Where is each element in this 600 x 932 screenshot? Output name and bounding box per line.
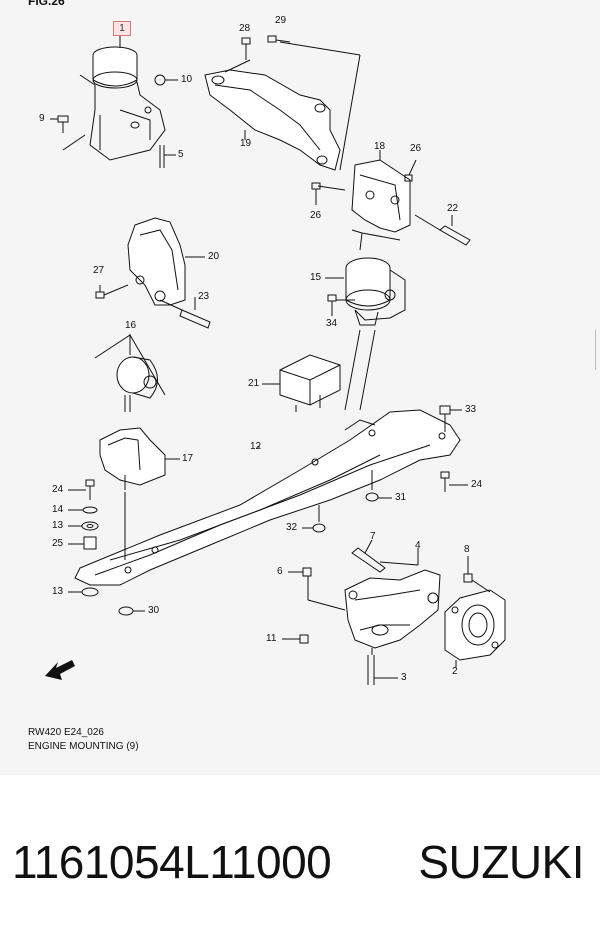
callout-26a: 26: [410, 143, 422, 154]
callout-16: 16: [125, 320, 137, 331]
part-20-bracket: [127, 217, 186, 306]
callout-1: 1: [113, 21, 131, 36]
part-12-crossmember: [74, 409, 461, 586]
callout-31: 31: [395, 492, 407, 503]
part-16-mount: [116, 356, 158, 412]
callout-26b: 26: [310, 210, 322, 221]
part-19-bracket: [204, 69, 341, 171]
callout-30: 30: [148, 605, 160, 616]
callout-23: 23: [198, 291, 210, 302]
callout-5: 5: [178, 149, 184, 160]
callout-32: 32: [286, 522, 298, 533]
callout-10: 10: [181, 74, 193, 85]
callout-24a: 24: [52, 484, 64, 495]
callout-2: 2: [452, 666, 458, 677]
diagram-code: RW420 E24_026: [28, 727, 104, 738]
part-17-bracket: [99, 427, 166, 490]
callout-12: 12: [250, 441, 262, 452]
callout-3: 3: [401, 672, 407, 683]
part-21-box: [279, 354, 341, 412]
part-1-engine-mount: [79, 46, 166, 161]
callout-9: 9: [39, 113, 45, 124]
callout-25: 25: [52, 538, 64, 549]
callout-24b: 24: [471, 479, 483, 490]
part-18-bracket: [351, 159, 411, 233]
callout-7: 7: [370, 531, 376, 542]
callout-18: 18: [374, 141, 386, 152]
callout-14: 14: [52, 504, 64, 515]
part-number: 1161054L11000: [12, 836, 332, 888]
callout-27: 27: [93, 265, 105, 276]
figure-label: FIG.26: [28, 0, 65, 8]
callout-8: 8: [464, 544, 470, 555]
callout-34: 34: [326, 318, 338, 329]
callout-4: 4: [415, 540, 421, 551]
parts-diagram: FIG.26 1 2 3 4 5 6 7 8 9 10 11 12 13 13 …: [28, 0, 600, 752]
callout-11: 11: [266, 633, 277, 644]
part-2-mount: [444, 589, 506, 661]
callout-19: 19: [240, 138, 252, 149]
callout-17: 17: [182, 453, 194, 464]
fwd-arrow-icon: [45, 660, 75, 680]
callout-21: 21: [248, 378, 260, 389]
diagram-title: ENGINE MOUNTING (9): [28, 741, 139, 752]
product-caption: 1161054L11000 SUZUKI: [0, 835, 600, 889]
brand-name: SUZUKI: [418, 836, 584, 888]
diagram-drawing: [45, 33, 506, 685]
callout-22: 22: [447, 203, 459, 214]
callout-20: 20: [208, 251, 220, 262]
scroll-handle[interactable]: [595, 330, 600, 370]
part-15-mount: [345, 257, 406, 326]
callout-29: 29: [275, 15, 287, 26]
callout-13a: 13: [52, 520, 64, 531]
part-4-bracket: [344, 569, 441, 649]
callout-15: 15: [310, 272, 322, 283]
callout-33: 33: [465, 404, 477, 415]
callout-6: 6: [277, 566, 283, 577]
callout-28: 28: [239, 23, 251, 34]
callout-13b: 13: [52, 586, 64, 597]
